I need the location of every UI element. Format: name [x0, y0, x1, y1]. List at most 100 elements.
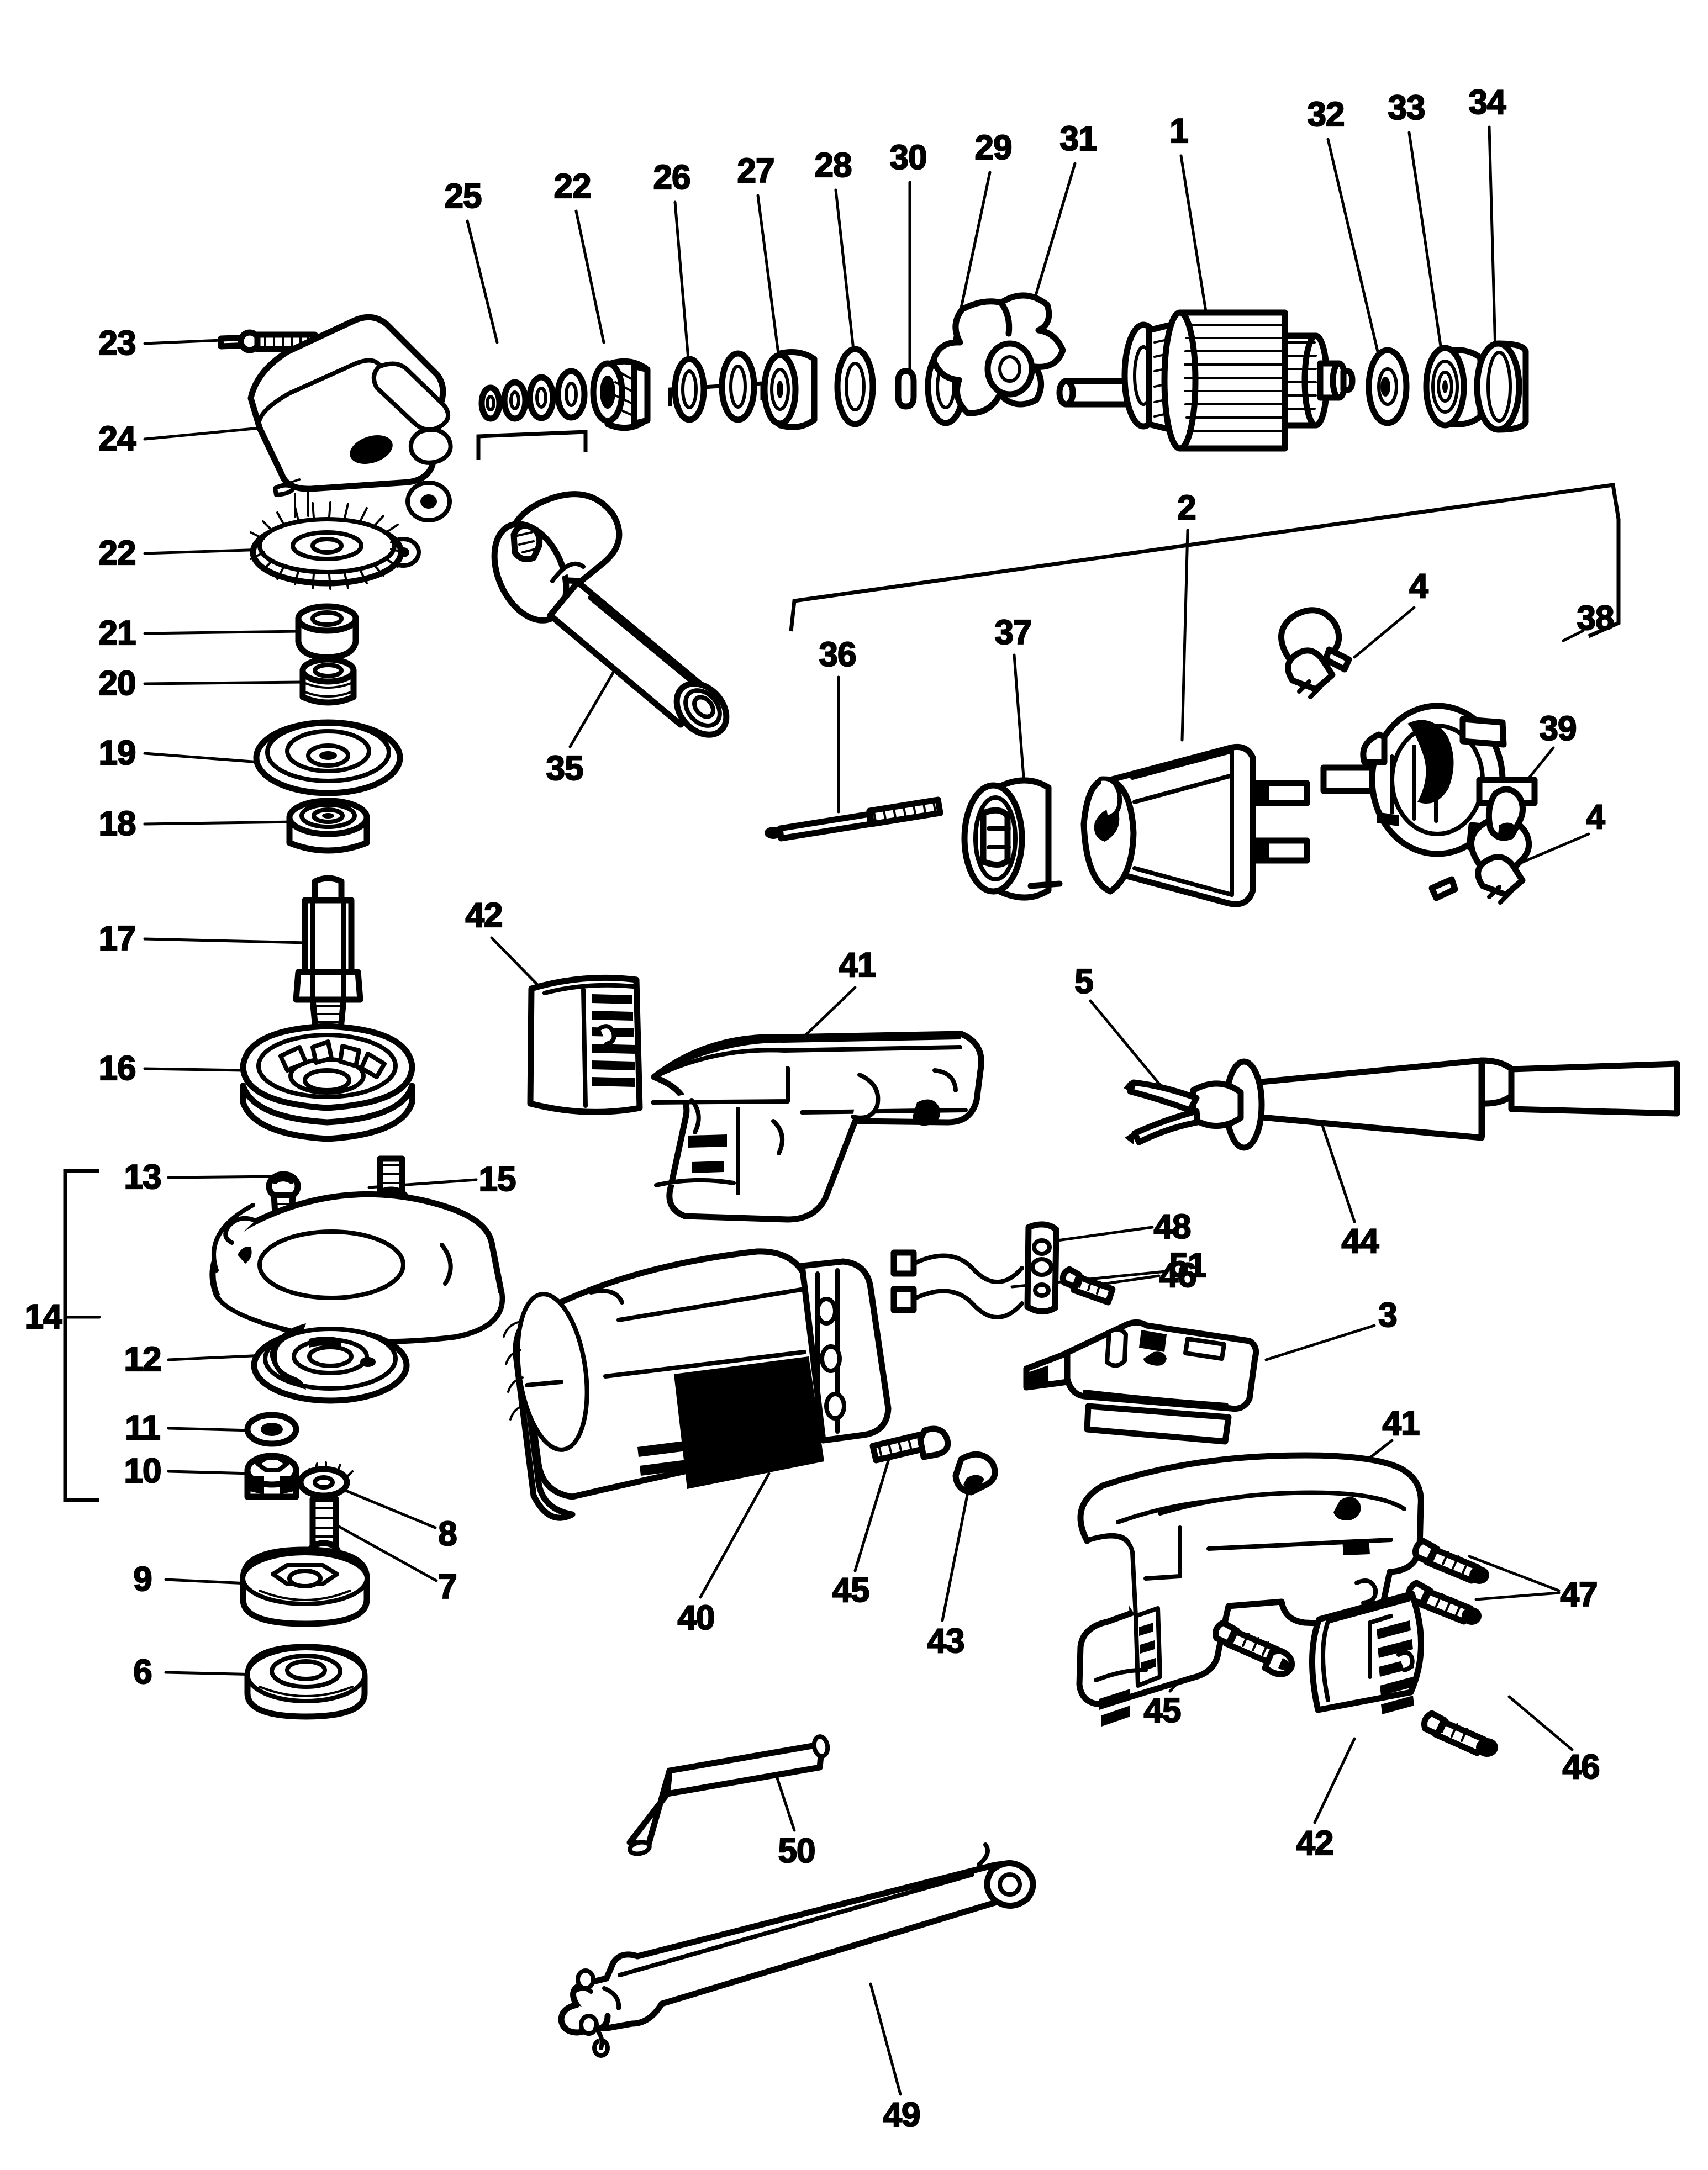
- leader-line-4: [1520, 832, 1590, 864]
- callout-number-45: 45: [1143, 1692, 1182, 1730]
- callout-number-45: 45: [831, 1571, 870, 1609]
- part-bearing-27: [761, 349, 818, 430]
- part-clamp-ring-12: [251, 1323, 410, 1404]
- part-rings-26: [672, 350, 757, 423]
- callout-number-30: 30: [889, 139, 927, 177]
- part-retainer-21: [295, 603, 359, 661]
- part-screw-45-lower: [1213, 1619, 1295, 1677]
- leader-line-25: [466, 219, 499, 344]
- part-fan-31: [930, 292, 1066, 416]
- callout-number-42: 42: [1295, 1824, 1334, 1862]
- part-baffle-37: [961, 777, 1063, 901]
- leader-line-22: [574, 209, 605, 344]
- part-group-top-row: [478, 292, 1066, 431]
- callout-number-33: 33: [1387, 89, 1426, 127]
- callout-number-13: 13: [123, 1158, 162, 1196]
- bracket-14: [63, 1169, 99, 1502]
- part-motor-housing-40: [503, 1248, 892, 1521]
- leader-line-4: [1353, 606, 1416, 659]
- part-screw-45-upper: [869, 1425, 951, 1464]
- callout-number-47: 47: [1559, 1576, 1598, 1614]
- leader-line-33: [1407, 131, 1445, 366]
- callout-number-46: 46: [1158, 1256, 1197, 1295]
- leader-lines: [65, 125, 1590, 2096]
- part-lock-washer-8: [297, 1461, 354, 1499]
- bracket-38: [1588, 519, 1621, 638]
- leader-line-34: [1488, 125, 1497, 353]
- callout-number-28: 28: [814, 146, 852, 184]
- part-screw-46-upper: [1059, 1266, 1116, 1306]
- callout-number-51: 51: [1168, 1247, 1207, 1285]
- callout-number-41: 41: [838, 946, 877, 984]
- callout-number-34: 34: [1468, 83, 1506, 122]
- callout-number-18: 18: [98, 805, 136, 843]
- part-seal-20: [299, 656, 357, 706]
- leader-line-24: [143, 426, 261, 441]
- leader-line-38: [1562, 629, 1585, 642]
- part-long-screw-36: [765, 796, 943, 842]
- leader-line-11: [167, 1427, 253, 1432]
- part-gear-case-24: [247, 314, 453, 568]
- part-bearing-18: [286, 798, 370, 854]
- part-brush-4-upper: [1278, 607, 1352, 699]
- part-vent-cover-42-bottom: [1309, 1591, 1424, 1714]
- leader-line-49: [869, 1982, 902, 2096]
- part-lead-wires-51: [890, 1249, 1024, 1319]
- callout-number-4: 4: [1585, 798, 1606, 836]
- callout-number-46: 46: [1562, 1748, 1600, 1786]
- callout-number-43: 43: [926, 1622, 965, 1660]
- part-switch-3: [1023, 1319, 1259, 1445]
- callout-number-39: 39: [1538, 710, 1577, 748]
- leader-line-23: [143, 339, 223, 345]
- callout-number-19: 19: [98, 734, 136, 772]
- callout-number-20: 20: [98, 664, 136, 703]
- leader-line-2: [1180, 529, 1189, 742]
- part-outer-flange-6: [244, 1644, 368, 1720]
- part-spanner-49: [558, 1842, 1036, 2058]
- part-cord-leads-5: [1124, 1079, 1201, 1145]
- part-bevel-gear-22: [250, 501, 408, 590]
- part-shim-washers: [478, 368, 588, 422]
- leader-line-43: [941, 1480, 972, 1622]
- part-handle-half-41-lower: [1076, 1452, 1424, 1727]
- leader-line-22: [143, 548, 267, 555]
- callout-number-40: 40: [677, 1599, 715, 1637]
- part-inner-flange-9: [240, 1546, 370, 1627]
- callout-number-17: 17: [98, 920, 136, 958]
- part-flange-19: [253, 719, 403, 796]
- leader-line-47-b: [1474, 1591, 1561, 1601]
- part-group-armature: [1056, 309, 1529, 452]
- part-pinion-gear: [590, 358, 651, 431]
- part-race-34: [1474, 340, 1529, 433]
- part-pin-30: [895, 368, 917, 410]
- callout-number-37: 37: [994, 614, 1032, 652]
- leader-line-13: [167, 1175, 279, 1179]
- callout-number-38: 38: [1576, 599, 1615, 637]
- callout-number-7: 7: [437, 1568, 458, 1606]
- part-cup-16: [240, 1023, 415, 1142]
- leader-line-37: [1013, 653, 1027, 800]
- part-field-2: [1080, 744, 1310, 907]
- leader-line-32: [1326, 138, 1387, 384]
- leader-line-45: [853, 1452, 892, 1572]
- callout-number-36: 36: [818, 636, 857, 674]
- callout-number-1: 1: [1169, 112, 1189, 150]
- brackets: [63, 381, 1621, 1502]
- callout-number-9: 9: [133, 1560, 153, 1598]
- callout-number-27: 27: [736, 152, 775, 190]
- leader-line-10: [167, 1470, 253, 1475]
- leader-line-35: [568, 657, 623, 748]
- bracket-25: [476, 430, 588, 460]
- leader-line-46: [1507, 1695, 1574, 1751]
- leader-line-26: [673, 200, 690, 361]
- callout-number-6: 6: [133, 1653, 153, 1691]
- part-hex-key-50: [626, 1734, 830, 1856]
- callout-number-31: 31: [1059, 120, 1098, 158]
- part-screw-47-upper: [1412, 1538, 1489, 1584]
- callout-number-24: 24: [98, 420, 136, 458]
- leader-line-3: [1264, 1324, 1376, 1361]
- part-washer-11: [244, 1412, 299, 1447]
- callout-number-35: 35: [545, 749, 584, 788]
- callout-number-23: 23: [98, 324, 136, 362]
